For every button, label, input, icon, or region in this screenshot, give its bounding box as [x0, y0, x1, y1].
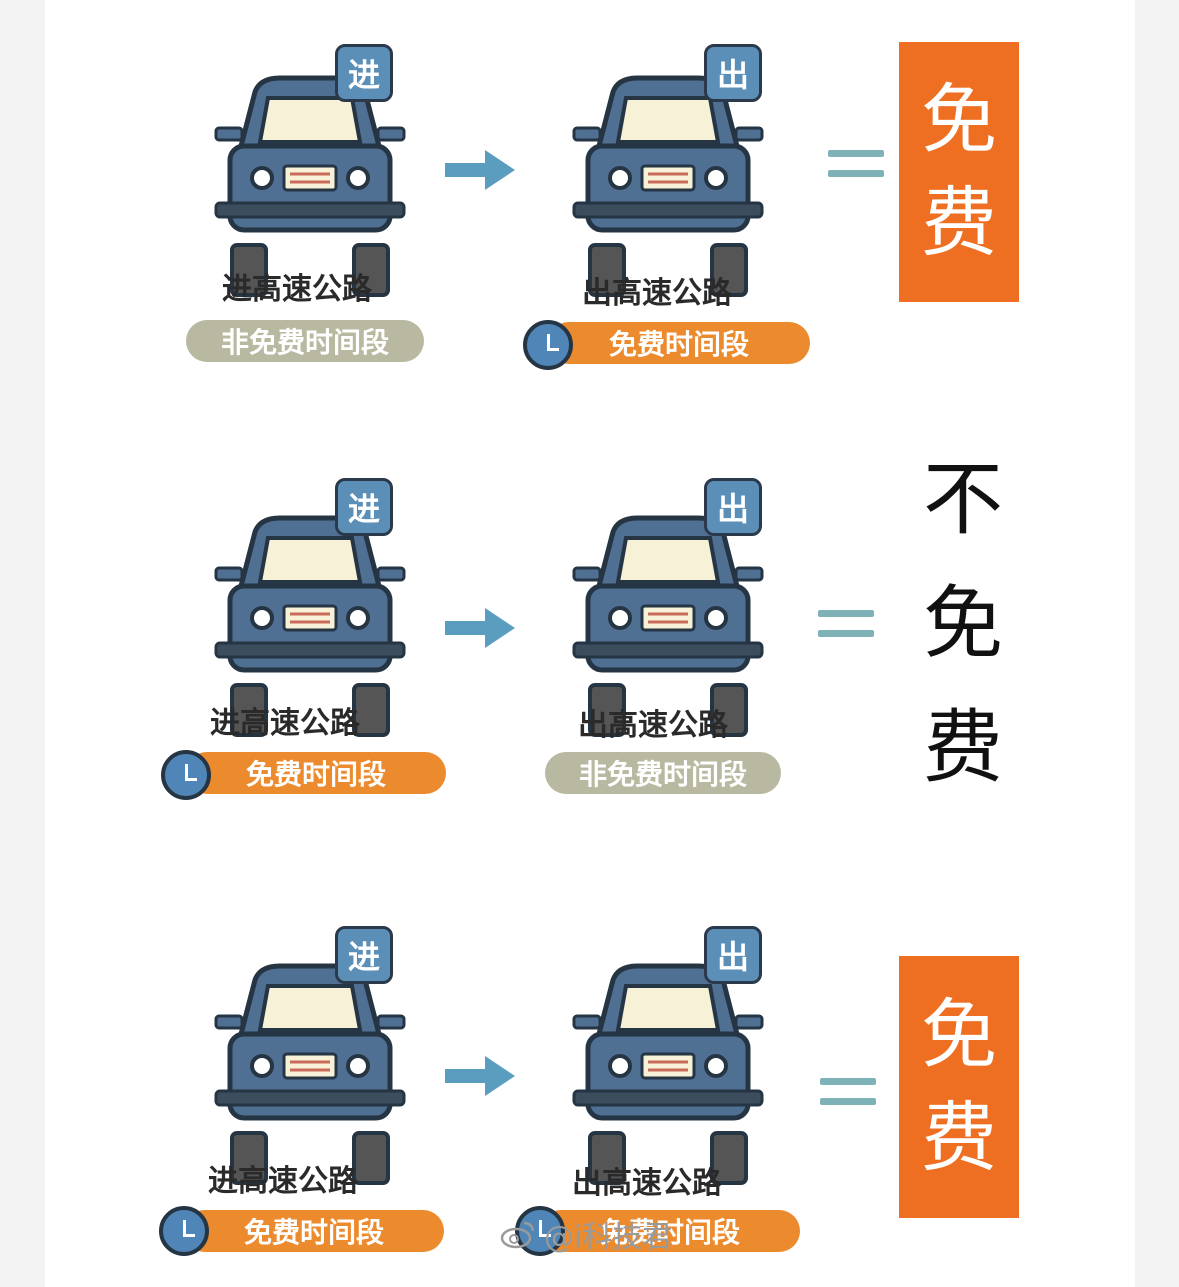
enter-period-pill: 非免费时间段: [186, 320, 424, 362]
exit-badge: 出: [704, 926, 762, 984]
exit-badge: 出: [704, 478, 762, 536]
arrow-right-icon: [445, 608, 515, 648]
exit-badge: 出: [704, 44, 762, 102]
clock-icon: [523, 320, 573, 370]
car-icon: [572, 75, 764, 297]
enter-label: 进高速公路: [208, 1164, 358, 1199]
enter-badge: 进: [335, 926, 393, 984]
arrow-right-icon: [445, 150, 515, 190]
exit-label: 出高速公路: [572, 1166, 722, 1201]
result-char: 免: [921, 990, 997, 1080]
exit-label: 出高速公路: [578, 708, 728, 743]
car-icon: [214, 515, 406, 737]
result-char: 免: [923, 577, 1003, 670]
watermark-text: @i科技君: [544, 1220, 673, 1255]
result-char: 免: [921, 75, 997, 165]
arrow-right-icon: [445, 1056, 515, 1096]
row-1: 进 进高速公路 非免费时间段 出 出高速公路 免费时间段 免 费: [0, 0, 1179, 420]
clock-icon: [515, 1206, 565, 1256]
car-icon: [572, 515, 764, 737]
watermark: @i科技君: [500, 1212, 672, 1256]
result-not-free-text: 不 免 费: [918, 438, 1008, 810]
clock-icon: [161, 750, 211, 800]
result-char: 不: [923, 453, 1003, 546]
equals-icon: [818, 610, 874, 640]
enter-badge: 进: [335, 478, 393, 536]
exit-period-pill: 免费时间段: [548, 322, 810, 364]
weibo-icon: [500, 1221, 535, 1249]
result-char: 费: [921, 178, 997, 267]
result-char: 费: [923, 701, 1003, 794]
exit-period-pill: 非免费时间段: [545, 752, 781, 794]
result-char: 费: [921, 1093, 997, 1182]
exit-label: 出高速公路: [582, 276, 732, 311]
result-free-box: 免 费: [899, 956, 1019, 1218]
result-free-box: 免 费: [899, 42, 1019, 302]
equals-icon: [820, 1078, 876, 1108]
car-icon: [572, 963, 764, 1185]
row-3: 进 进高速公路 免费时间段 出 出高速公路 免费时间段 免 费: [0, 860, 1179, 1280]
car-icon: [214, 963, 406, 1185]
clock-icon: [159, 1206, 209, 1256]
enter-period-pill: 免费时间段: [186, 752, 446, 794]
enter-label: 进高速公路: [210, 706, 360, 741]
row-2: 进 进高速公路 免费时间段 出 出高速公路 非免费时间段 不 免 费: [0, 430, 1179, 850]
enter-label: 进高速公路: [222, 272, 372, 307]
enter-badge: 进: [335, 44, 393, 102]
enter-period-pill: 免费时间段: [184, 1210, 444, 1252]
equals-icon: [828, 150, 884, 180]
exit-period-pill: 免费时间段: [540, 1210, 800, 1252]
